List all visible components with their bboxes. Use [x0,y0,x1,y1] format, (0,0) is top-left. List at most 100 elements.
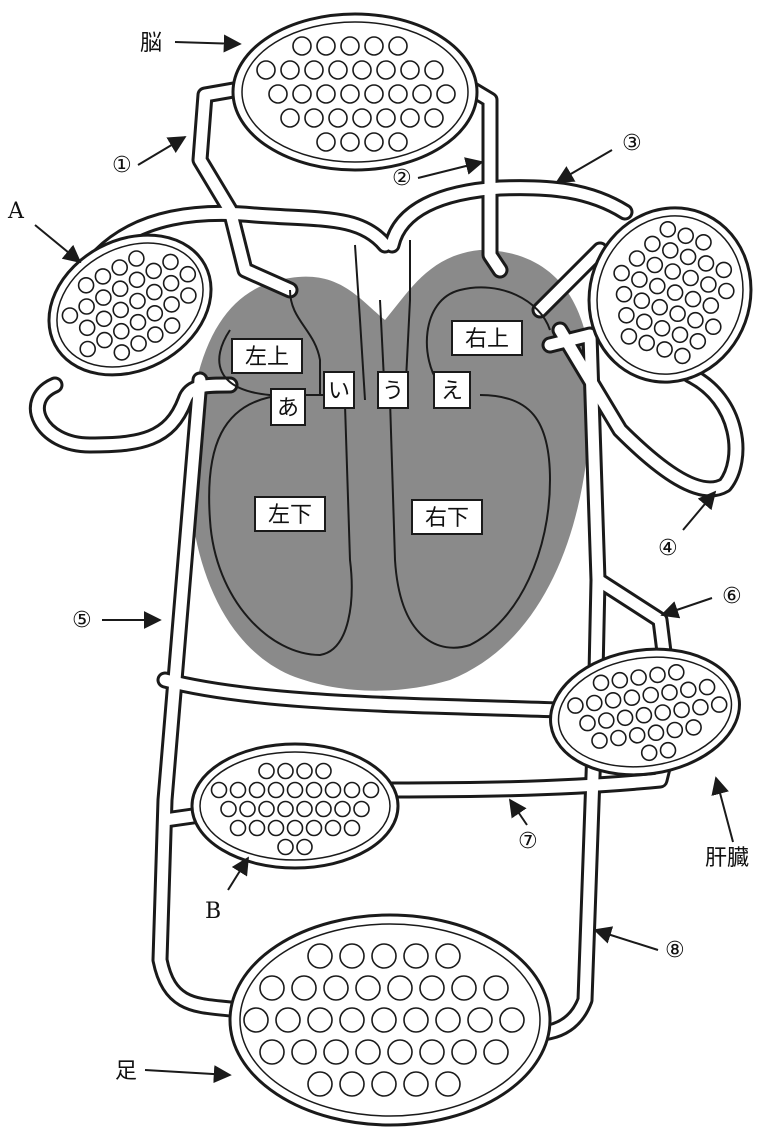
cell [484,976,508,1000]
cell [259,802,274,817]
cell [452,1040,476,1064]
cell [372,1072,396,1096]
cell [260,1040,284,1064]
cell [388,1040,412,1064]
cell [148,327,163,342]
cell [420,1040,444,1064]
cell [404,1008,428,1032]
cell [326,821,341,836]
cell [181,288,196,303]
cell [240,802,255,817]
cell [606,693,621,708]
cell [180,267,195,282]
cell [288,783,303,798]
label-valve-u: う [382,379,404,404]
cell [719,284,734,299]
cell [706,319,721,334]
cell [324,1040,348,1064]
cell [113,302,128,317]
cell [645,236,660,251]
vessel-3-group: ③ [557,131,642,182]
cell [377,109,395,127]
cell [62,308,77,323]
cell [594,675,609,690]
cell [388,976,412,1000]
cell [114,324,129,339]
cell [308,1072,332,1096]
valve-i-box: い [324,372,354,408]
vessel-1-label: ① [112,153,132,178]
cell [452,976,476,1000]
box-right-upper: 右上 [452,321,522,355]
cell [250,783,265,798]
cell [129,251,144,266]
vessel-1-group: ① [112,137,185,178]
vessel-7-group: ⑦ [510,800,538,854]
cell [660,222,675,237]
valve-e-box: え [434,372,470,408]
cell [624,690,639,705]
cell [340,944,364,968]
cell [335,802,350,817]
box-left-upper: 左上 [232,339,302,373]
cell [425,61,443,79]
cell [259,764,274,779]
vessel-4-group: ④ [658,492,715,561]
label-right-upper: 右上 [465,327,509,352]
box-left-lower: 左下 [255,497,325,531]
cell [716,262,731,277]
cell [693,700,708,715]
cell [79,299,94,314]
label-legs: 足 [115,1059,137,1084]
cell [114,345,129,360]
cell [401,61,419,79]
cell [436,1072,460,1096]
cell [617,287,632,302]
cell [79,278,94,293]
cell [340,1072,364,1096]
label-brain: 脳 [140,31,162,56]
vessel-5-label: ⑤ [72,608,92,633]
vessel-6-group: ⑥ [662,584,742,615]
cell [276,1008,300,1032]
cell [639,335,654,350]
label-valve-e: え [441,379,463,404]
cell [297,840,312,855]
cell [297,802,312,817]
cell [113,281,128,296]
organ-b [192,744,398,868]
legs-organ [230,915,550,1125]
cell [670,306,685,321]
valve-u-box: う [378,372,408,408]
cell [683,271,698,286]
cell [657,342,672,357]
vessel-7-label: ⑦ [518,829,538,854]
cell [630,251,645,266]
cell [437,85,455,103]
cell [131,336,146,351]
label-organ-b: B [205,899,221,924]
cell [377,61,395,79]
cell [663,243,678,258]
cell [650,279,665,294]
cell [568,698,583,713]
cell [165,318,180,333]
cell [305,61,323,79]
cell [212,783,227,798]
cell [621,329,636,344]
cell [699,256,714,271]
cell [131,315,146,330]
cell [420,976,444,1000]
cell [696,235,711,250]
cell [667,723,682,738]
cell [436,944,460,968]
cell [292,976,316,1000]
cell [147,285,162,300]
cell [612,673,627,688]
cell [308,944,332,968]
cell [164,297,179,312]
cell [80,342,95,357]
cell [297,764,312,779]
cell [269,783,284,798]
cell [686,292,701,307]
